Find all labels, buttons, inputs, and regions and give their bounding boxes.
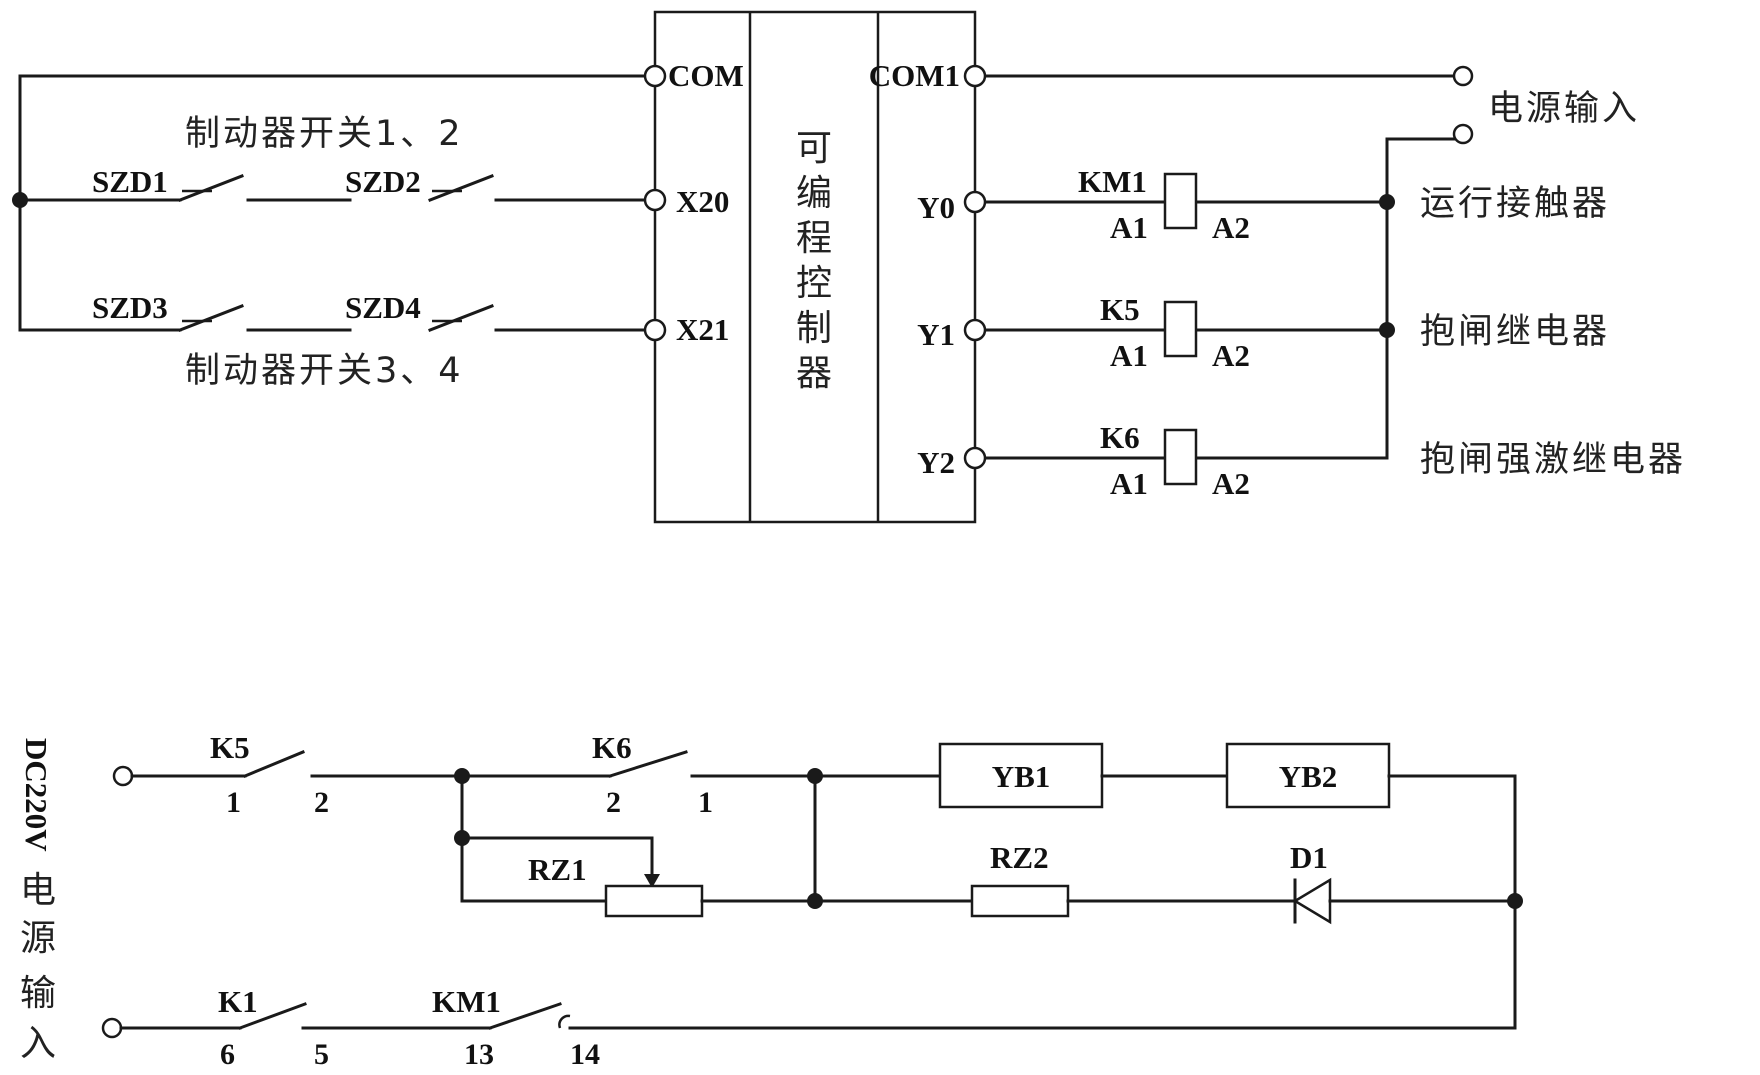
km1-a1-label: A1 <box>1110 210 1148 245</box>
dc-terminal-top <box>114 767 132 785</box>
k6-a2-label: A2 <box>1212 466 1250 501</box>
km1-contact-hook <box>559 1016 570 1028</box>
rz2-resistor <box>972 886 1068 916</box>
junction-rz1-mid <box>454 830 470 846</box>
k6-pin-2: 2 <box>606 786 621 819</box>
plc-title-char-5: 制 <box>796 308 832 349</box>
km1-pin-13: 13 <box>464 1038 494 1071</box>
junction-right <box>1507 893 1523 909</box>
brake-switch-34-label: 制动器开关3、4 <box>185 351 464 391</box>
yb1-label: YB1 <box>992 759 1051 794</box>
plc-x21-terminal <box>645 320 665 340</box>
km1-contact-label: KM1 <box>432 984 501 1019</box>
dc-label-char-1: 电 <box>20 870 56 911</box>
szd3-contact <box>180 306 242 330</box>
k5-a1-label: A1 <box>1110 338 1148 373</box>
plc-y0-terminal <box>965 192 985 212</box>
d1-label: D1 <box>1290 840 1328 875</box>
run-contactor-label: 运行接触器 <box>1420 184 1610 224</box>
plc-x21-label: X21 <box>676 312 729 347</box>
plc-com-label: COM <box>668 58 744 93</box>
km1-pin-14: 14 <box>570 1038 600 1071</box>
junction-rz1-top <box>454 768 470 784</box>
d1-diode <box>1295 880 1330 922</box>
km1-coil <box>1165 174 1196 228</box>
input-junction <box>12 192 28 208</box>
szd2-label: SZD2 <box>345 164 421 199</box>
plc-com1-terminal <box>965 66 985 86</box>
szd3-label: SZD3 <box>92 290 168 325</box>
power-input-terminal-1 <box>1454 67 1472 85</box>
k5-contact-label: K5 <box>210 730 250 765</box>
plc-y0-label: Y0 <box>917 190 955 225</box>
k6-coil-label: K6 <box>1100 420 1140 455</box>
power-circuit: DC220V 电 源 输 入 <box>19 730 1523 1071</box>
k1-contact-label: K1 <box>218 984 258 1019</box>
y1-junction <box>1379 322 1395 338</box>
plc-title-char-4: 控 <box>796 263 832 304</box>
brake-force-relay-label: 抱闸强激继电器 <box>1420 440 1686 480</box>
k5-a2-label: A2 <box>1212 338 1250 373</box>
output-circuit: KM1 K5 K6 A1 A2 A1 A2 A1 A2 电源输入 运行接触器 抱… <box>965 66 1686 501</box>
k5-pin-1: 1 <box>226 786 241 819</box>
power-input-label: 电源输入 <box>1488 89 1640 129</box>
dc-voltage-label: DC220V <box>19 738 54 852</box>
szd2-contact <box>430 176 492 200</box>
k5-pin-2: 2 <box>314 786 329 819</box>
k5-coil <box>1165 302 1196 356</box>
plc-y2-label: Y2 <box>917 445 955 480</box>
k6-pin-1: 1 <box>698 786 713 819</box>
k1-pin-6: 6 <box>220 1038 235 1071</box>
szd4-contact <box>430 306 492 330</box>
y0-junction <box>1379 194 1395 210</box>
szd1-label: SZD1 <box>92 164 168 199</box>
junction-k6-top <box>807 768 823 784</box>
rz1-label: RZ1 <box>528 852 587 887</box>
power-input-terminal-2 <box>1454 125 1472 143</box>
plc-y1-terminal <box>965 320 985 340</box>
k5-coil-label: K5 <box>1100 292 1140 327</box>
plc-x20-terminal <box>645 190 665 210</box>
plc-y2-terminal <box>965 448 985 468</box>
dc-label-char-2: 源 <box>20 918 56 959</box>
rz2-label: RZ2 <box>990 840 1049 875</box>
input-circuit: SZD1 SZD2 SZD3 SZD4 制动器开关1、2 制动器开关3、4 <box>12 66 665 391</box>
k6-coil <box>1165 430 1196 484</box>
plc-title-char-3: 程 <box>796 218 832 259</box>
dc-label-char-3: 输 <box>20 973 56 1014</box>
k6-contact-label: K6 <box>592 730 632 765</box>
junction-k6-bottom <box>807 893 823 909</box>
km1-a2-label: A2 <box>1212 210 1250 245</box>
k1-pin-5: 5 <box>314 1038 329 1071</box>
rz1-resistor <box>606 886 702 916</box>
szd1-contact <box>180 176 242 200</box>
km1-coil-label: KM1 <box>1078 164 1147 199</box>
k6-a1-label: A1 <box>1110 466 1148 501</box>
dc-label-char-4: 入 <box>20 1023 56 1064</box>
plc-title-char-6: 器 <box>796 353 832 394</box>
dc-terminal-bottom <box>103 1019 121 1037</box>
k5-contact <box>245 752 303 776</box>
plc-block: 可 编 程 控 制 器 COM X20 X21 COM1 Y0 Y1 Y2 <box>655 12 975 522</box>
brake-relay-label: 抱闸继电器 <box>1420 312 1610 352</box>
plc-title-char-1: 可 <box>796 128 832 169</box>
yb2-label: YB2 <box>1279 759 1338 794</box>
plc-y1-label: Y1 <box>917 317 955 352</box>
wire-output-common <box>1178 139 1454 458</box>
szd4-label: SZD4 <box>345 290 421 325</box>
plc-com-terminal <box>645 66 665 86</box>
brake-switch-12-label: 制动器开关1、2 <box>185 114 464 154</box>
plc-title-char-2: 编 <box>796 173 832 214</box>
plc-x20-label: X20 <box>676 184 729 219</box>
plc-com1-label: COM1 <box>869 58 960 93</box>
